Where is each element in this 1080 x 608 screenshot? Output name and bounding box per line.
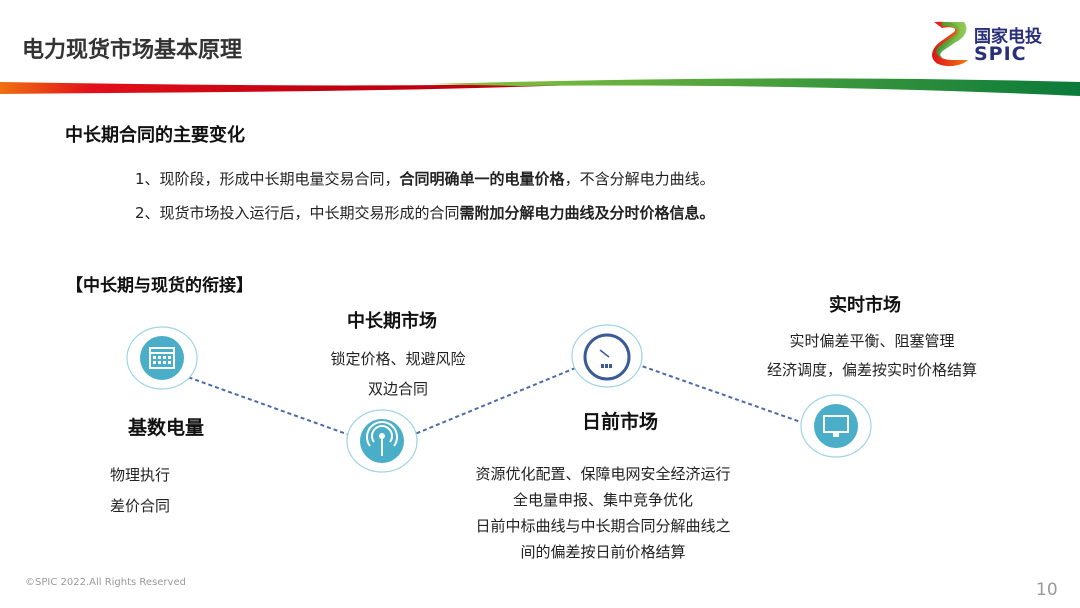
page-number: 10 (1036, 580, 1058, 600)
header-divider (0, 78, 1080, 96)
node-desc-base: 物理执行差价合同 (110, 466, 171, 515)
node-title-real-time: 实时市场 (829, 295, 901, 316)
connector-line (181, 374, 356, 438)
connector-line (409, 363, 586, 437)
node-title-mid-long-term: 中长期市场 (347, 311, 437, 332)
connector-line (635, 363, 813, 427)
node-title-base: 基数电量 (127, 417, 205, 439)
node-title-day-ahead: 日前市场 (581, 411, 659, 433)
antenna-icon (346, 409, 418, 473)
page-title: 电力现货市场基本原理 (22, 38, 243, 63)
node-desc-real-time: 实时偏差平衡、阻塞管理经济调度，偏差按实时价格结算 (766, 332, 978, 379)
node-desc-mid-long-term: 锁定价格、规避风险双边合同 (330, 350, 466, 398)
gauge-icon (571, 324, 643, 388)
change-item-2: 2、现货市场投入运行后，中长期交易形成的合同需附加分解电力曲线及分时价格信息。 (135, 204, 715, 222)
calendar-icon (126, 326, 198, 390)
logo-en: SPIC (974, 43, 1027, 65)
section-heading-contract-changes: 中长期合同的主要变化 (65, 125, 245, 146)
node-desc-day-ahead: 资源优化配置、保障电网安全经济运行全电量申报、集中竞争优化日前中标曲线与中长期合… (475, 465, 731, 561)
monitor-icon (800, 394, 872, 458)
copyright: ©SPIC 2022.All Rights Reserved (25, 577, 186, 588)
logo-cn: 国家电投 (974, 27, 1042, 47)
spic-logo-icon (932, 21, 968, 67)
section-heading-linkage: 【中长期与现货的衔接】 (66, 276, 253, 296)
change-item-1: 1、现阶段，形成中长期电量交易合同，合同明确单一的电量价格，不含分解电力曲线。 (135, 170, 715, 188)
